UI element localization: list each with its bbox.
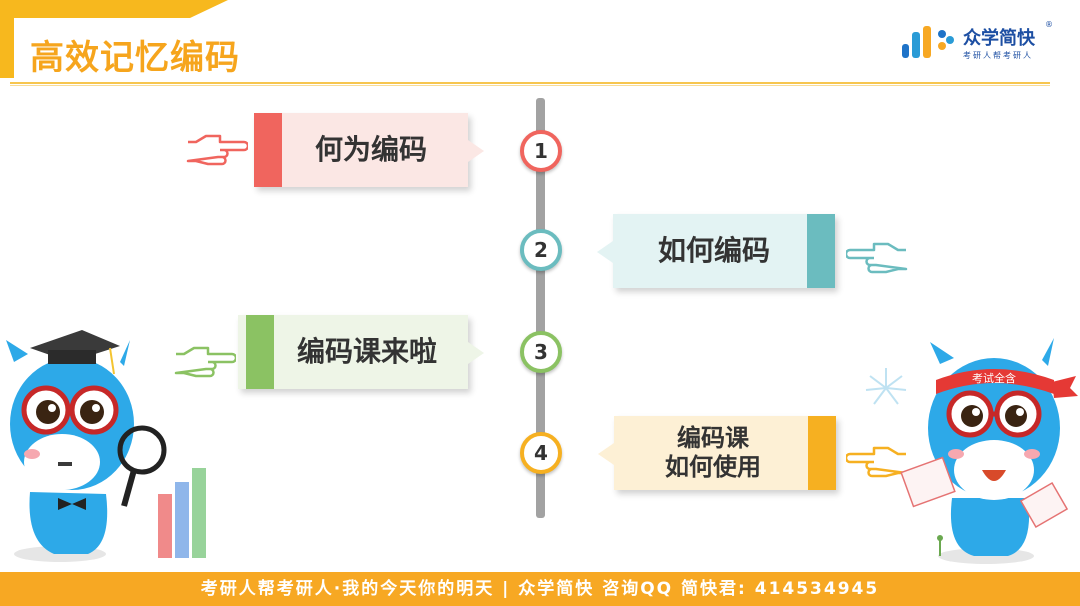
headband-text: 考试全含 <box>972 371 1016 385</box>
step-3-callout[interactable]: 编码课来啦 <box>238 315 468 389</box>
pointing-hand-left-icon <box>846 242 908 274</box>
step-1-node[interactable]: 1 <box>520 130 562 172</box>
step-4-color-bar <box>808 416 836 490</box>
chart-bar-red <box>158 494 172 558</box>
step-1-pointer <box>468 140 484 162</box>
mascot-exam-illustration: 考试全含 <box>865 338 1078 564</box>
firework-decoration <box>865 368 907 405</box>
header-accent-tip <box>190 0 228 18</box>
timeline-axis <box>536 98 545 518</box>
chart-bar-green <box>192 468 206 558</box>
step-2-callout[interactable]: 如何编码 <box>613 214 835 288</box>
step-1-label: 何为编码 <box>314 133 427 167</box>
brand-slogan: 考研人帮考研人 <box>963 51 1033 60</box>
step-2-label: 如何编码 <box>657 234 770 268</box>
step-4-callout[interactable]: 编码课 如何使用 <box>614 416 836 490</box>
step-3-pointer <box>468 342 484 364</box>
pointing-hand-right-icon <box>186 134 248 166</box>
brand-name: 众学简快 <box>963 28 1035 49</box>
step-4-label-line2: 如何使用 <box>665 453 761 481</box>
step-2-node[interactable]: 2 <box>520 229 562 271</box>
step-2-color-bar <box>807 214 835 288</box>
step-1-color-bar <box>254 113 282 187</box>
step-2-pointer <box>597 241 613 263</box>
footer-contact-text: 考研人帮考研人·我的今天你的明天 | 众学简快 咨询QQ 简快君: 414534… <box>200 579 880 599</box>
step-1-callout[interactable]: 何为编码 <box>254 113 468 187</box>
title-accent-bar <box>0 18 14 78</box>
footer-bar <box>0 572 1080 606</box>
step-3-node[interactable]: 3 <box>520 331 562 373</box>
pointing-hand-left-icon <box>846 446 908 478</box>
brand-registered-mark: ® <box>1045 20 1053 29</box>
step-4-label-line1: 编码课 <box>677 424 749 453</box>
step-4-pointer <box>598 443 614 465</box>
chart-bar-blue <box>175 482 189 558</box>
step-4-label: 编码课 如何使用 <box>665 424 761 482</box>
page-title: 高效记忆编码 <box>30 38 240 78</box>
pointing-hand-right-icon <box>174 346 236 378</box>
header-divider-thin <box>10 85 1050 86</box>
step-4-node[interactable]: 4 <box>520 432 562 474</box>
step-3-color-bar <box>246 315 274 389</box>
step-3-label: 编码课来啦 <box>296 335 437 369</box>
brand-logo-icon <box>902 26 954 58</box>
header-divider <box>10 82 1050 84</box>
header-accent-strip <box>0 0 190 18</box>
mascot-graduate-illustration <box>6 330 206 562</box>
